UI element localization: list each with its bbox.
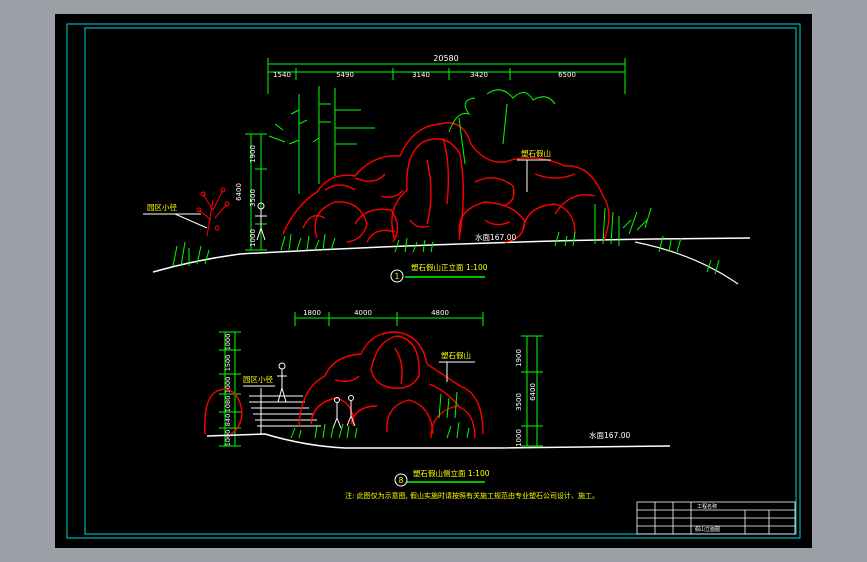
front-human-figure — [255, 202, 267, 241]
side-vdim-r1: 1900 — [515, 349, 523, 367]
side-vdim-l2: 1500 — [224, 355, 232, 372]
front-dim-1: 1540 — [273, 71, 291, 79]
side-rockery — [204, 331, 484, 439]
side-dim-2: 4000 — [354, 309, 372, 317]
side-dim-1: 1800 — [303, 309, 321, 317]
front-dim-4: 3420 — [470, 71, 488, 79]
front-ground-line — [152, 237, 751, 273]
front-slope-line — [634, 241, 739, 285]
side-dim-3: 4800 — [431, 309, 449, 317]
front-vdim-4: 1000 — [249, 229, 257, 247]
front-marker-number: 1 — [395, 272, 400, 281]
side-vdim-r4: 1000 — [515, 429, 523, 447]
side-human-figures — [277, 362, 356, 429]
title-block — [636, 501, 796, 535]
side-vdim-l1: 1000 — [224, 334, 232, 351]
side-vdim-l3: 1000 — [224, 377, 232, 394]
side-stairs — [249, 388, 321, 434]
drawing-note: 注: 此图仅为示意图, 假山实施时请按照有关施工规范由专业塑石公司设计、施工。 — [345, 491, 599, 500]
side-caption: 塑石假山侧立面 1:100 — [413, 468, 490, 478]
side-marker-number: 8 — [399, 476, 404, 485]
front-dim-5: 6500 — [558, 71, 576, 79]
drawing-sheet: 20580 1540 5490 3140 3420 6500 1900 6400… — [55, 14, 812, 548]
front-dim-3: 3140 — [412, 71, 430, 79]
title-block-project: 工程名称 — [697, 503, 717, 510]
side-vdim-r2: 6400 — [529, 383, 537, 401]
front-section-marker — [390, 269, 404, 283]
front-vdim-1: 1900 — [249, 145, 257, 163]
front-label-rockery: 塑石假山 — [521, 148, 551, 158]
side-label-path: 园区小径 — [243, 374, 273, 384]
side-vdim-l5: 840 — [224, 414, 232, 426]
front-rockery — [282, 122, 610, 243]
front-water-level: 水面167.00 — [475, 232, 516, 242]
front-label-path: 园区小径 — [147, 202, 177, 212]
inner-frame — [84, 27, 797, 535]
front-caption: 塑石假山正立面 1:100 — [411, 262, 488, 272]
side-vdim-l4: 1080 — [224, 396, 232, 413]
side-ground-line — [206, 433, 671, 449]
front-elevation: 20580 1540 5490 3140 3420 6500 1900 6400… — [143, 54, 751, 285]
front-total-dim: 20580 — [433, 54, 458, 63]
front-vdim-2: 6400 — [235, 183, 243, 201]
side-section-marker — [394, 473, 408, 487]
side-label-rockery: 塑石假山 — [441, 350, 471, 360]
side-vdim-r3: 3500 — [515, 393, 523, 411]
front-vdim-3: 3500 — [249, 189, 257, 207]
side-elevation: 1800 4000 4800 1000 1500 1000 1080 840 1… — [204, 309, 671, 487]
side-vdim-l6: 1000 — [224, 430, 232, 447]
cad-drawing: 20580 1540 5490 3140 3420 6500 1900 6400… — [66, 23, 801, 539]
outer-frame — [66, 23, 801, 539]
front-vegetation — [172, 86, 720, 275]
front-dim-2: 5490 — [336, 71, 354, 79]
title-block-drawing: 假山立面图 — [695, 526, 720, 533]
front-red-shrub — [196, 187, 230, 237]
side-water-level: 水面167.00 — [589, 430, 630, 440]
side-vegetation — [290, 391, 470, 439]
